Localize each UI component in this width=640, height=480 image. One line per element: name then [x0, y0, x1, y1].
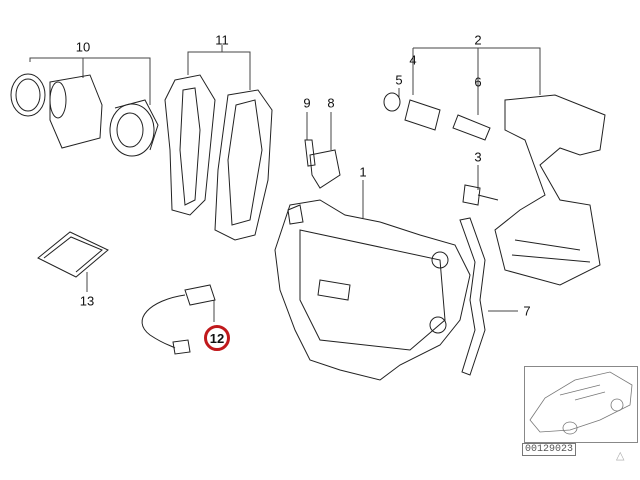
holder-bracket — [309, 149, 341, 189]
callout-3[interactable]: 3 — [474, 149, 482, 165]
guide-pin — [452, 114, 491, 141]
diagram-code: 00129023 — [522, 443, 577, 456]
anti-rattle-spring — [459, 217, 486, 376]
grease-packet — [37, 231, 109, 278]
wear-sensor — [141, 284, 216, 355]
vehicle-thumbnail-car — [529, 371, 633, 435]
bolt — [462, 184, 499, 206]
caliper-carrier — [494, 94, 606, 286]
dust-boot — [109, 99, 159, 157]
callout-4[interactable]: 4 — [409, 52, 417, 68]
callout-10[interactable]: 10 — [75, 39, 91, 55]
caliper-housing — [274, 199, 471, 381]
callout-7[interactable]: 7 — [523, 303, 531, 319]
callout-6[interactable]: 6 — [474, 74, 482, 90]
callout-2[interactable]: 2 — [474, 32, 482, 48]
callout-1[interactable]: 1 — [359, 164, 367, 180]
piston — [49, 74, 103, 149]
callout-11[interactable]: 11 — [215, 32, 229, 48]
callout-13[interactable]: 13 — [79, 293, 95, 309]
vehicle-thumbnail-frame — [524, 366, 638, 443]
callout-9[interactable]: 9 — [303, 95, 311, 111]
triangle-icon: △ — [616, 450, 625, 462]
callout-5[interactable]: 5 — [395, 72, 403, 88]
leader-lines — [29, 45, 541, 322]
callout-8[interactable]: 8 — [327, 95, 335, 111]
seal-ring — [10, 73, 46, 117]
guide-sleeve — [383, 92, 441, 131]
brake-pads — [164, 74, 273, 241]
bleeder-screw — [304, 139, 316, 167]
callout-12-highlighted[interactable]: 12 — [204, 325, 230, 351]
